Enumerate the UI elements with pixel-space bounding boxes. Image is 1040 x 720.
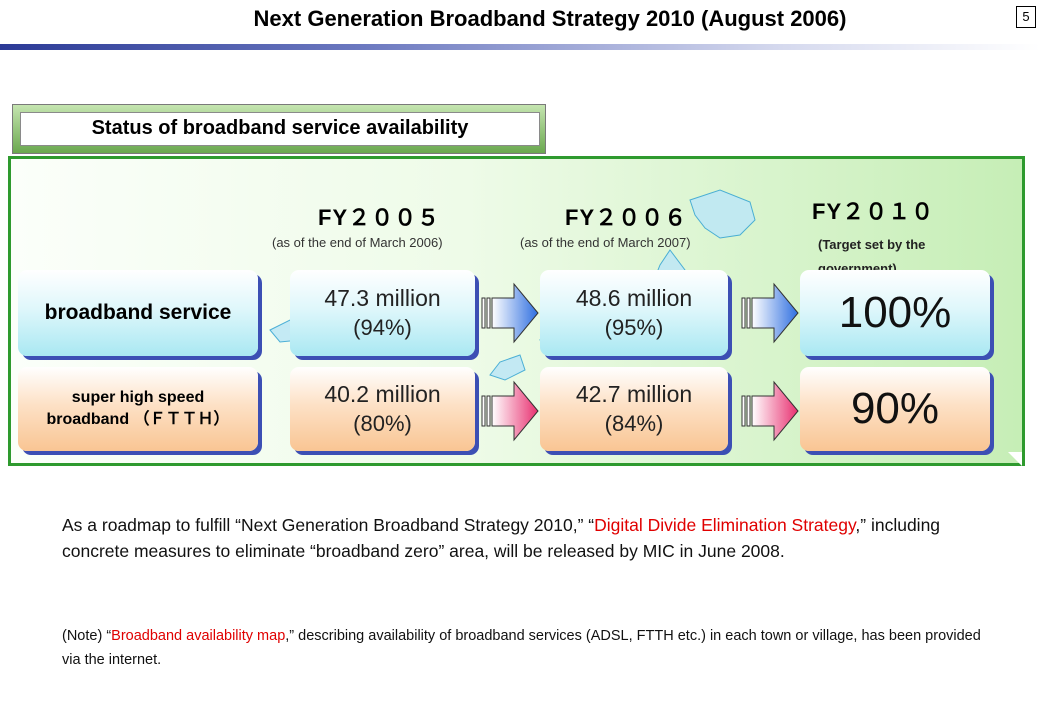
broadband-fy2005-box: 47.3 million (94%)	[290, 270, 475, 356]
fy2005-note: (as of the end of March 2006)	[272, 235, 443, 250]
broadband-fy2006-box: 48.6 million (95%)	[540, 270, 728, 356]
row-label-broadband: broadband service	[18, 270, 258, 356]
row-label-ftth: super high speed broadband （ＦＴＴＨ）	[18, 367, 258, 451]
note-paragraph: (Note) “Broadband availability map,” des…	[62, 624, 1002, 672]
fy2005-header: FY２００５	[318, 205, 441, 230]
ftth-fy2006-value: 42.7 million	[575, 381, 693, 407]
broadband-fy2006-pct: (95%)	[604, 315, 664, 340]
ftth-fy2005-pct: (80%)	[353, 411, 412, 436]
ftth-fy2010-target: 90%	[800, 367, 990, 451]
broadband-fy2006-value: 48.6 million	[575, 285, 693, 311]
broadband-fy2010-target: 100%	[800, 270, 990, 356]
panel-corner-fold	[1008, 452, 1022, 466]
blue-arrow-icon	[741, 282, 799, 344]
broadband-fy2005-pct: (94%)	[353, 315, 412, 340]
status-label: Status of broadband service availability	[91, 117, 469, 139]
page-number: 5	[1016, 6, 1036, 28]
roadmap-text-2: ,” including concrete measures to elimin…	[62, 515, 941, 561]
ftth-fy2005-box: 40.2 million (80%)	[290, 367, 475, 451]
note-highlight: Broadband availability map	[111, 628, 286, 644]
fy2006-note: (as of the end of March 2007)	[520, 235, 691, 250]
fy2006-header: FY２００６	[565, 205, 688, 230]
title-rule	[0, 44, 1040, 50]
broadband-fy2005-value: 47.3 million	[324, 285, 441, 311]
roadmap-highlight: Digital Divide Elimination Strategy	[594, 515, 856, 535]
page-title: Next Generation Broadband Strategy 2010 …	[253, 6, 847, 31]
note-text-1: (Note) “	[62, 628, 112, 644]
roadmap-text-1: As a roadmap to fulfill “Next Generation…	[62, 515, 595, 535]
ftth-fy2006-box: 42.7 million (84%)	[540, 367, 728, 451]
pink-arrow-icon	[481, 380, 539, 442]
fy2010-header: FY２０１０	[812, 199, 935, 224]
blue-arrow-icon	[481, 282, 539, 344]
ftth-fy2006-pct: (84%)	[604, 411, 664, 436]
note-text-2: ,” describing availability of broadband …	[62, 628, 981, 668]
ftth-fy2005-value: 40.2 million	[324, 381, 441, 407]
pink-arrow-icon	[741, 380, 799, 442]
status-label-inner	[20, 112, 540, 146]
roadmap-paragraph: As a roadmap to fulfill “Next Generation…	[62, 512, 982, 564]
